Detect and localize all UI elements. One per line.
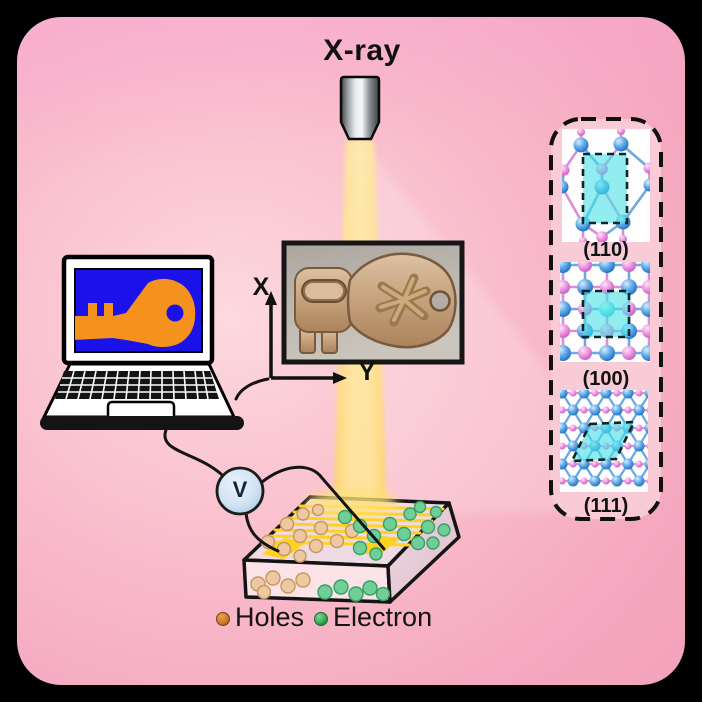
wire-voltmeter-to-right-pad <box>260 465 386 551</box>
laptop-keyboard <box>55 370 219 400</box>
crystal-100-icon <box>560 262 650 362</box>
panel-label-111: (111) <box>583 495 629 517</box>
photo-key <box>294 252 457 354</box>
xray-source-icon <box>339 75 381 141</box>
key-scan-silhouette <box>75 278 196 347</box>
axis-y-label: Y <box>358 358 376 386</box>
wire-voltmeter-to-left-pad <box>244 511 280 553</box>
crystal-panel <box>549 117 663 521</box>
electron-label: Electron <box>333 602 433 632</box>
voltmeter-label: V <box>232 477 248 502</box>
wires <box>163 377 386 553</box>
key-photo <box>281 240 465 365</box>
crystal-110-icon <box>562 129 650 242</box>
beam-glow <box>307 490 397 516</box>
key-facet-pattern <box>375 273 431 327</box>
detector-device <box>242 490 461 604</box>
laptop-icon <box>40 254 244 430</box>
voltmeter-icon <box>215 466 265 516</box>
electron-dot-icon <box>314 612 329 626</box>
electrode-pad-right <box>356 535 400 556</box>
legend: Holes Electron <box>206 602 432 633</box>
scan-axes <box>265 291 347 384</box>
wire-stage-to-laptop <box>234 377 270 401</box>
xray-label: X-ray <box>323 34 401 67</box>
panel-label-110: (110) <box>583 239 629 261</box>
laptop-base <box>40 416 244 430</box>
holes-dot-icon <box>216 612 230 626</box>
wire-laptop-to-voltmeter <box>163 428 223 476</box>
panel-label-100: (100) <box>582 368 630 390</box>
electron-dots <box>317 500 451 602</box>
holes-dots <box>250 503 360 600</box>
axis-x-label: X <box>252 273 270 301</box>
crystal-111-icon <box>560 390 648 492</box>
holes-label: Holes <box>235 602 305 632</box>
